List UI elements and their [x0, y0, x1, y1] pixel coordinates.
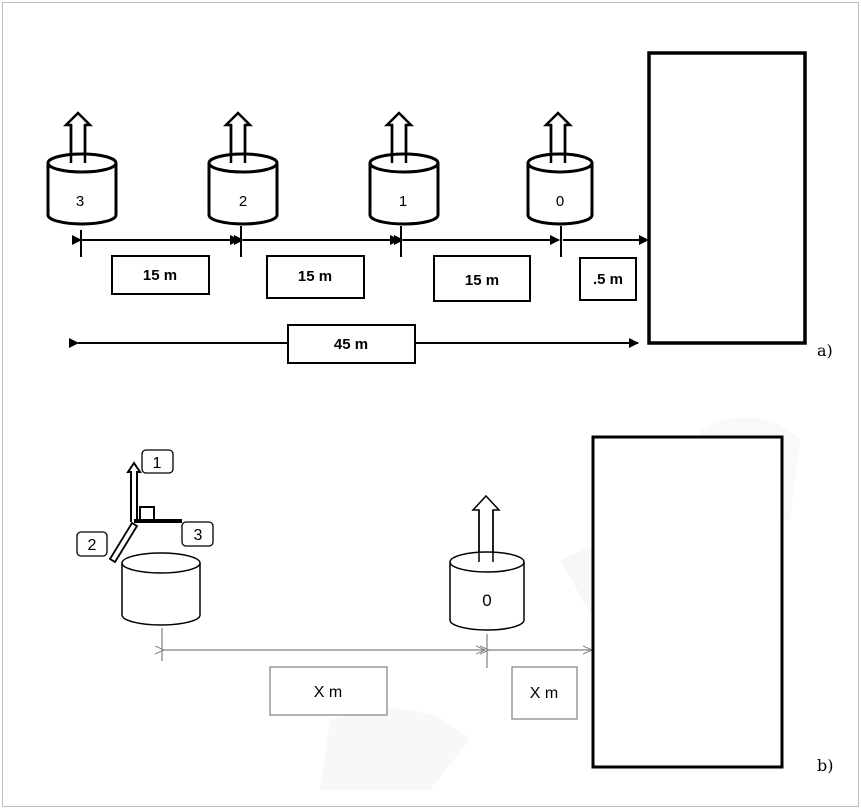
sensor-label: 0 [482, 591, 491, 610]
sensor-3: 3 [46, 111, 118, 226]
panel-letter: b) [817, 756, 833, 775]
axis-2-arrow-icon [108, 521, 139, 564]
panel-b: 1 2 3 0 X m X m [76, 435, 833, 775]
sensor-label: 1 [399, 193, 407, 210]
total-distance: 45 m [69, 324, 639, 364]
distance-label: X m [530, 685, 558, 702]
spacing-label-boxes: 15 m 15 m 15 m .5 m [111, 255, 637, 302]
spacing-label: .5 m [593, 271, 623, 288]
panel-letter: a) [817, 341, 833, 360]
axis-label: 3 [194, 527, 203, 544]
spacing-label: 15 m [143, 267, 177, 284]
distance-label: X m [314, 684, 342, 701]
axis-1-arrow-icon [126, 461, 142, 522]
dimension-ticks [80, 226, 562, 257]
sensor-0: 0 [526, 111, 594, 226]
distance-label-boxes: X m X m [269, 666, 578, 720]
axis-label: 1 [153, 455, 162, 472]
distance-arrows [162, 628, 592, 668]
sensor-label: 3 [76, 193, 84, 210]
tripod-sensor: 1 2 3 [76, 449, 214, 626]
sensor-0-b: 0 [449, 494, 525, 631]
axis-label: 2 [88, 537, 97, 554]
sensor-1: 1 [368, 111, 440, 226]
building-block [647, 51, 807, 345]
sensor-label: 2 [239, 193, 247, 210]
spacing-label: 15 m [298, 268, 332, 285]
sensor-label: 0 [556, 193, 564, 210]
up-arrow-icon [471, 494, 501, 560]
building-block [591, 435, 784, 769]
sensor-2: 2 [207, 111, 279, 226]
spacing-label: 15 m [465, 272, 499, 289]
panel-a: 3 2 1 0 [46, 51, 833, 364]
total-label: 45 m [334, 336, 368, 353]
right-angle-icon [139, 506, 155, 521]
